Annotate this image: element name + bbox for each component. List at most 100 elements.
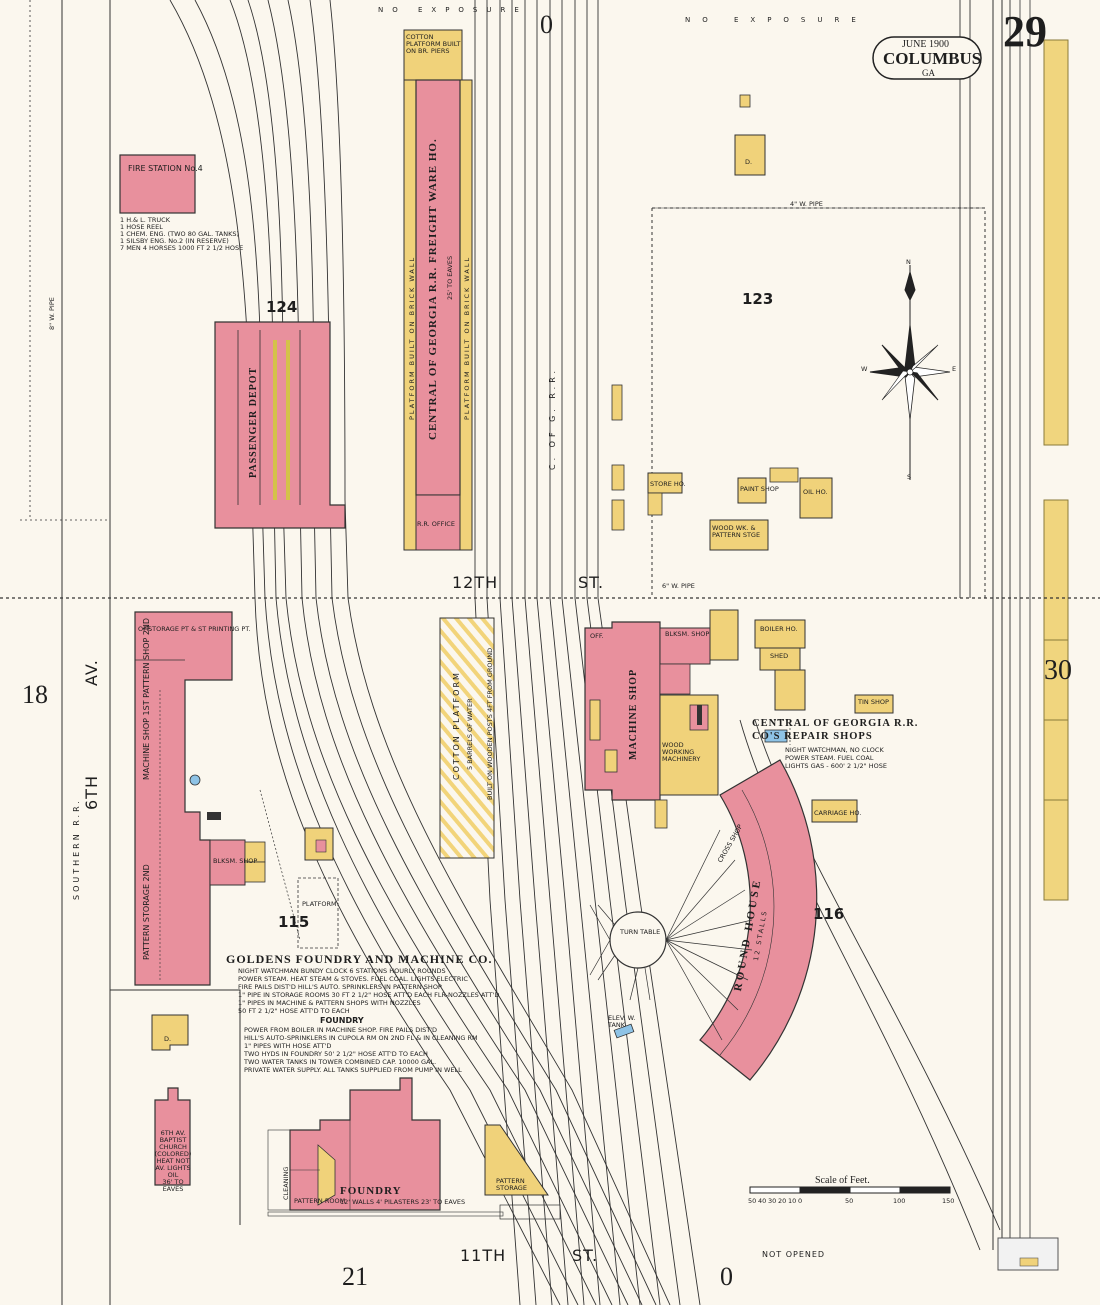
dwelling-top bbox=[734, 134, 766, 176]
pipe-4in-label: 4" W. PIPE bbox=[790, 200, 823, 208]
dwelling-left bbox=[151, 1014, 189, 1051]
blksm-shop-label: BLKSM. SHOP bbox=[665, 630, 710, 638]
elev-water-tank-label: ELEV. W. TANK bbox=[608, 1014, 636, 1029]
repair-shops-title: CENTRAL OF GEORGIA R.R. CO'S REPAIR SHOP… bbox=[752, 718, 919, 742]
grid-zero-bottom: 0 bbox=[720, 1262, 733, 1291]
fire-equip-2: 1 HOSE REEL bbox=[120, 223, 163, 231]
twelfth-st-suffix: ST. bbox=[578, 573, 605, 592]
cotton-platform-label: COTTON PLATFORM bbox=[452, 671, 461, 780]
cotton-platform-top-label: COTTON PLATFORM BUILT ON BR. PIERS bbox=[406, 33, 461, 55]
foundry-line-5: TWO WATER TANKS IN TOWER COMBINED CAP. 1… bbox=[244, 1058, 437, 1066]
turntable-spokes bbox=[589, 829, 753, 1041]
goldens-line-5: 1" PIPES IN MACHINE & PATTERN SHOPS WITH… bbox=[238, 999, 421, 1007]
church-name: 6TH AV. BAPTIST CHURCH (COLORED) bbox=[154, 1129, 192, 1158]
scale-tick-50: 50 bbox=[845, 1197, 854, 1205]
block-123-boundary bbox=[652, 207, 986, 598]
platform-brick-wall-left: PLATFORM BUILT ON BRICK WALL bbox=[408, 255, 416, 420]
freight-house bbox=[415, 79, 461, 496]
cleaning-label: CLEANING bbox=[282, 1166, 290, 1200]
sixth-av-label: 6TH bbox=[82, 775, 101, 810]
scale-tick-150: 150 bbox=[942, 1197, 955, 1205]
fire-equip-1: 1 H.& L. TRUCK bbox=[120, 216, 170, 224]
passenger-depot bbox=[214, 321, 346, 529]
turn-table-label: TURN TABLE bbox=[620, 928, 661, 936]
machine-shop-label: MACHINE SHOP bbox=[628, 668, 639, 760]
oil-ho-label: OIL HO. bbox=[803, 488, 828, 496]
compass-rose bbox=[869, 265, 951, 480]
rr-office bbox=[415, 494, 461, 551]
sheet-number: 29 bbox=[1003, 7, 1047, 56]
compass-s: S bbox=[907, 473, 912, 481]
block-123: 123 bbox=[742, 290, 774, 308]
office-right-label: OFF. bbox=[590, 632, 604, 640]
freight-house-label: CENTRAL OF GEORGIA R.R. FREIGHT WARE HO. bbox=[427, 138, 439, 440]
adjacent-frame-strip-upper bbox=[1043, 39, 1069, 446]
grid-18: 18 bbox=[22, 680, 48, 709]
carriage-ho-label: CARRIAGE HO. bbox=[814, 809, 862, 817]
block-124: 124 bbox=[266, 298, 298, 316]
foundry-line-6: PRIVATE WATER SUPPLY. ALL TANKS SUPPLIED… bbox=[244, 1066, 462, 1074]
cotton-platform bbox=[439, 617, 495, 859]
repair-line-1: NIGHT WATCHMAN, NO CLOCK bbox=[785, 746, 884, 754]
turn-table bbox=[609, 911, 667, 969]
church-label: 6TH AV. BAPTIST CHURCH (COLORED) HEAT NO… bbox=[154, 1130, 192, 1193]
pattern-stge bbox=[709, 519, 769, 551]
well-marker bbox=[189, 774, 201, 786]
blksm-shop-left-label: BLKSM. SHOP bbox=[213, 857, 258, 865]
fire-equip-3: 1 CHEM. ENG. (TWO 80 GAL. TANKS) bbox=[120, 230, 240, 238]
repair-line-2: POWER STEAM. FUEL COAL bbox=[785, 754, 874, 762]
pattern-storage bbox=[484, 1124, 549, 1196]
baptist-church bbox=[154, 1087, 191, 1186]
grid-zero-top: 0 bbox=[540, 10, 553, 39]
tin-shop bbox=[854, 694, 894, 714]
pattern-stge-label: WOOD WK. & PATTERN STGE bbox=[712, 524, 761, 539]
scale-bar bbox=[749, 1186, 951, 1194]
grid-21: 21 bbox=[342, 1262, 368, 1291]
round-house bbox=[699, 759, 818, 1081]
southern-rr-label: SOUTHERN R.R. bbox=[72, 798, 81, 900]
compass-e: E bbox=[952, 365, 957, 373]
boiler-ho-label: BOILER HO. bbox=[760, 625, 798, 633]
paint-shop bbox=[737, 477, 767, 504]
scale-tick-100: 100 bbox=[893, 1197, 906, 1205]
compass-n: N bbox=[906, 258, 911, 266]
fire-equip-5: 7 MEN 4 HORSES 1000 FT 2 1/2 HOSE bbox=[120, 244, 244, 252]
main-line-tracks bbox=[474, 0, 1011, 1305]
scale-tick-30: 30 bbox=[768, 1197, 777, 1205]
cotton-platform-note: 5 BARRELS OF WATER bbox=[466, 698, 474, 770]
no-exposure-top-left: NO EXPOSURE bbox=[378, 6, 528, 14]
rr-office-label: R.R. OFFICE bbox=[417, 520, 455, 528]
dwelling-top-label: D. bbox=[745, 158, 753, 166]
tin-shop-label: TIN SHOP bbox=[858, 698, 889, 706]
pattern-storage-label: PATTERN STORAGE bbox=[496, 1177, 527, 1192]
fire-equip-4: 1 SILSBY ENG. No.2 (IN RESERVE) bbox=[120, 237, 229, 245]
shed-label: SHED bbox=[770, 652, 789, 660]
fire-station bbox=[119, 154, 196, 214]
store-ho-label: STORE HO. bbox=[650, 480, 686, 488]
goldens-machine-shop bbox=[134, 611, 233, 986]
machine-shop-left-label: MACHINE SHOP 1ST PATTERN SHOP 2ND bbox=[142, 617, 151, 780]
adjacent-sheet-number: 30 bbox=[1044, 655, 1072, 686]
foundry-note: 12' WALLS 4' PILASTERS 23' TO EAVES bbox=[340, 1198, 466, 1206]
passenger-depot-label: PASSENGER DEPOT bbox=[248, 366, 259, 478]
scale-label: Scale of Feet. bbox=[815, 1175, 870, 1186]
goldens-foundry-notes: POWER FROM BOILER IN MACHINE SHOP. FIRE … bbox=[244, 1026, 478, 1074]
platform-115-label: PLATFORM bbox=[302, 900, 337, 908]
pipe-8in-label: 8" W. PIPE bbox=[48, 297, 56, 330]
foundry-label: FOUNDRY bbox=[340, 1185, 402, 1197]
wood-working-label: WOOD WORKING MACHINERY bbox=[662, 741, 701, 763]
eleventh-street-label: 11TH bbox=[460, 1246, 507, 1265]
goldens-line-1: NIGHT WATCHMAN BUNDY CLOCK 6 STATIONS HO… bbox=[238, 967, 446, 975]
foundry-line-2: HILL'S AUTO-SPRINKLERS IN CUPOLA RM ON 2… bbox=[244, 1034, 478, 1042]
storage-printing-label: STORAGE PT & ST PRINTING PT. bbox=[148, 625, 251, 633]
not-opened-label: NOT OPENED bbox=[762, 1250, 826, 1259]
scale-tick-20: 20 bbox=[778, 1197, 787, 1205]
goldens-foundry-head: FOUNDRY bbox=[320, 1016, 364, 1025]
eleventh-st-suffix: ST. bbox=[572, 1246, 599, 1265]
pattern-room-label: PATTERN ROOM bbox=[294, 1197, 346, 1205]
scale-tick-40: 40 bbox=[758, 1197, 767, 1205]
goldens-title: GOLDENS FOUNDRY AND MACHINE CO. bbox=[226, 952, 493, 966]
repair-shops-notes: NIGHT WATCHMAN, NO CLOCK POWER STEAM. FU… bbox=[785, 746, 887, 770]
